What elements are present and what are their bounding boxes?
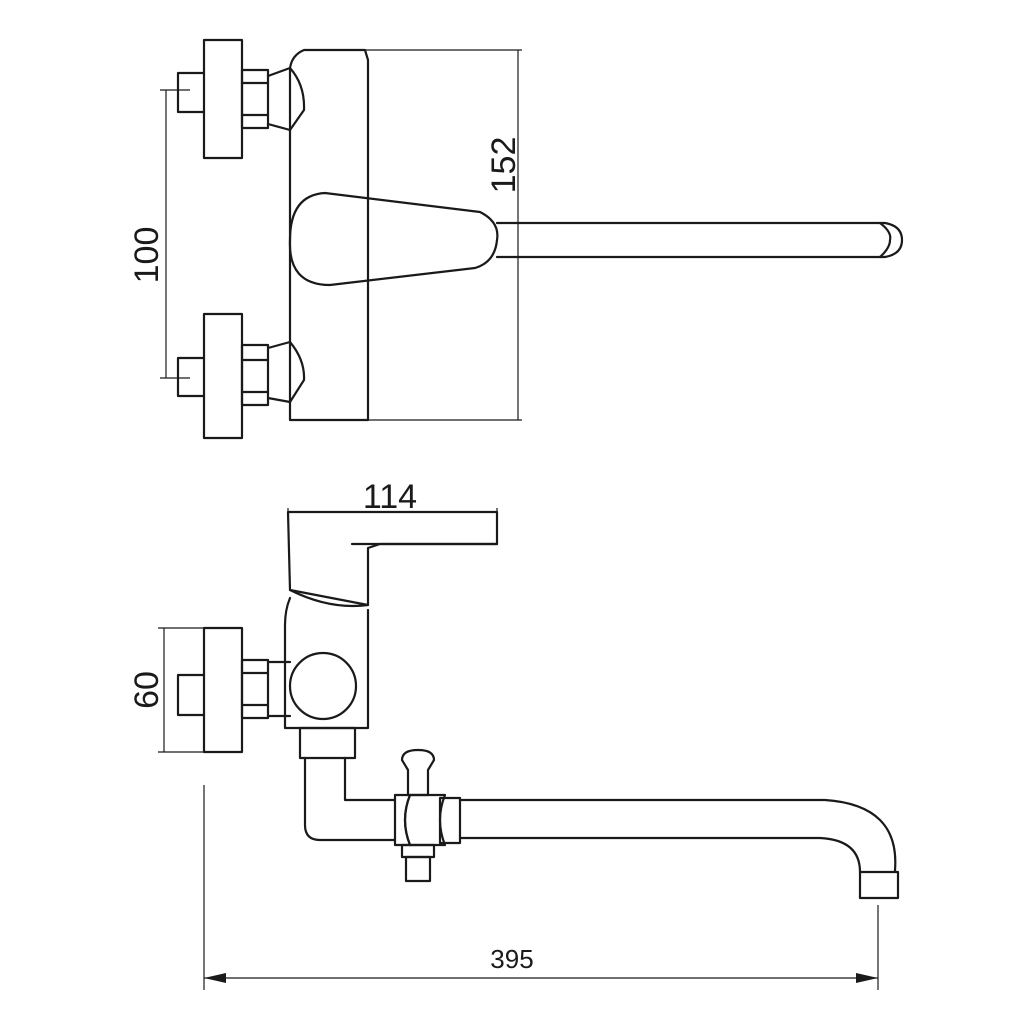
- mixer-body: [288, 48, 370, 422]
- spout-tip-top: [878, 221, 892, 259]
- stub-pipe-side: [176, 673, 206, 717]
- side-view: 114 60 395: [128, 478, 900, 990]
- upper-wall-flange: [202, 38, 244, 160]
- lever-handle: [288, 191, 499, 287]
- diverter-outlet: [404, 855, 432, 883]
- spout-side-lower: [458, 836, 862, 874]
- bottom-connector: [298, 726, 357, 760]
- top-view: 152 100: [128, 38, 904, 440]
- diverter-switch: [403, 793, 447, 847]
- dim-label-pipe-spacing: 100: [128, 227, 166, 284]
- mixer-body-side: [283, 596, 370, 730]
- lever-side: [286, 510, 499, 607]
- spout-side-upper: [458, 798, 897, 874]
- upper-nut: [240, 68, 270, 130]
- diverter-collar: [438, 796, 462, 845]
- aerator: [858, 870, 900, 900]
- dim-label-lever-length: 114: [363, 478, 417, 516]
- lower-stub-pipe: [176, 356, 206, 398]
- dim-label-top-height: 152: [485, 137, 523, 194]
- lower-nut: [240, 343, 270, 407]
- nut-side: [240, 658, 270, 720]
- dim-label-wall-depth: 60: [128, 671, 166, 709]
- lower-wall-flange: [202, 312, 244, 440]
- upper-elbow-connector: [266, 66, 306, 132]
- wall-flange-side: [202, 626, 244, 754]
- cartridge-circle: [288, 651, 358, 721]
- upper-stub-pipe: [176, 71, 206, 114]
- diverter-outlet-nut: [400, 843, 436, 859]
- spout-arm-top: [495, 221, 904, 259]
- diverter-knob: [400, 748, 436, 797]
- down-pipe: [303, 756, 397, 842]
- lower-elbow-connector: [266, 340, 306, 404]
- dim-label-total-reach: 395: [490, 944, 533, 974]
